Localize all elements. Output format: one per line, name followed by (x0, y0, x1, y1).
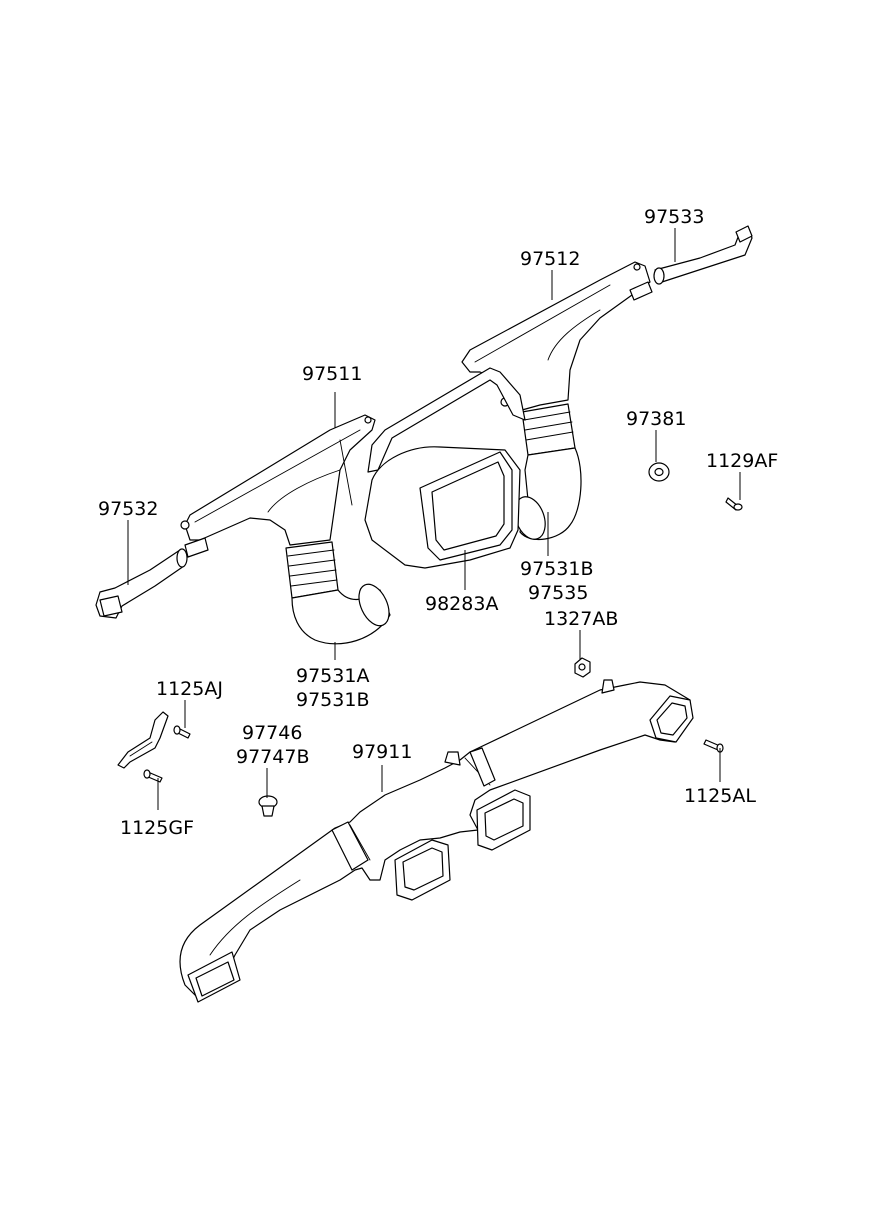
label-97747B: 97747B (236, 746, 309, 768)
screw-1125AJ (173, 725, 191, 739)
duct-97911 (179, 679, 694, 1003)
tube-97532 (95, 548, 188, 619)
label-97531A: 97531A (296, 665, 369, 687)
label-97746: 97746 (242, 722, 302, 744)
label-97512: 97512 (520, 248, 580, 270)
label-1129AF: 1129AF (706, 450, 778, 472)
duct-97512 (461, 261, 653, 540)
clip-97746 (258, 795, 278, 817)
label-1125AL: 1125AL (684, 785, 756, 807)
leader-lines (127, 228, 741, 810)
screw-1125GF (143, 769, 163, 783)
label-1125GF: 1125GF (120, 817, 194, 839)
label-97535: 97535 (528, 582, 588, 604)
label-97531B-right: 97531B (520, 558, 593, 580)
bracket-1125AJ (117, 711, 169, 769)
duct-97511 (180, 414, 391, 645)
label-98283A: 98283A (425, 593, 498, 615)
part-labels: 97533 97512 97511 97381 1129AF 97532 975… (98, 206, 778, 839)
grommet-97381 (648, 462, 670, 482)
label-97911: 97911 (352, 741, 412, 763)
label-97531B-left: 97531B (296, 689, 369, 711)
tube-97533 (653, 225, 753, 285)
label-1327AB: 1327AB (544, 608, 618, 630)
screw-1129AF (725, 497, 743, 511)
duct-98283A (364, 367, 526, 569)
label-97381: 97381 (626, 408, 686, 430)
label-97511: 97511 (302, 363, 362, 385)
label-97532: 97532 (98, 498, 158, 520)
label-1125AJ: 1125AJ (156, 678, 223, 700)
label-97533: 97533 (644, 206, 704, 228)
nut-1327AB (574, 657, 591, 678)
